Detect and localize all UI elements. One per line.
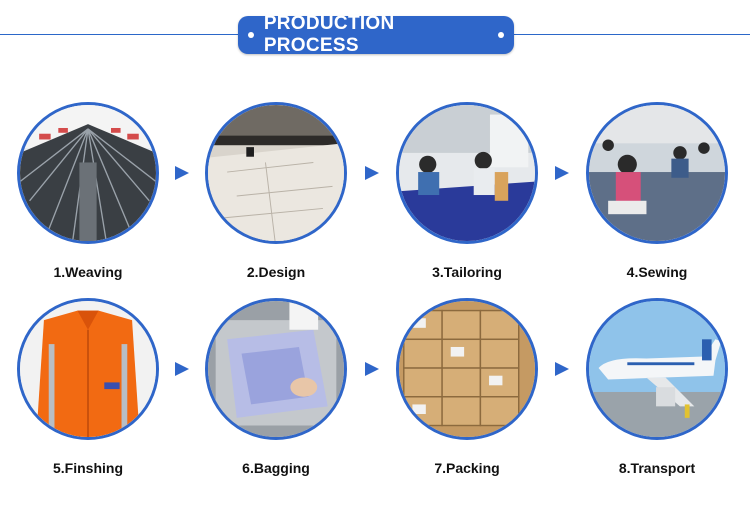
arrow-right-icon: [175, 362, 189, 376]
arrow-right-icon: [555, 362, 569, 376]
weaving-machine-photo: [17, 102, 159, 244]
bagging-garment-photo: [205, 298, 347, 440]
sewing-workers-photo: [586, 102, 728, 244]
section-title-badge: PRODUCTION PROCESS: [238, 13, 514, 56]
step-label: 3.Tailoring: [432, 264, 502, 280]
orange-coverall-photo: [17, 298, 159, 440]
step-label: 6.Bagging: [242, 460, 310, 476]
title-dot-right: [498, 32, 504, 38]
step-label: 5.Finshing: [53, 460, 123, 476]
step-label: 1.Weaving: [53, 264, 123, 280]
step-label: 7.Packing: [434, 460, 500, 476]
arrow-right-icon: [555, 166, 569, 180]
tailoring-workshop-photo: [396, 102, 538, 244]
title-dot-left: [248, 32, 254, 38]
arrow-right-icon: [175, 166, 189, 180]
step-label: 8.Transport: [618, 460, 696, 476]
arrow-right-icon: [365, 166, 379, 180]
arrow-right-icon: [365, 362, 379, 376]
design-cutting-table-photo: [205, 102, 347, 244]
airplane-transport-photo: [586, 298, 728, 440]
section-title: PRODUCTION PROCESS: [263, 13, 395, 56]
packed-cartons-photo: [396, 298, 538, 440]
step-label: 4.Sewing: [626, 264, 688, 280]
step-label: 2.Design: [246, 264, 306, 280]
